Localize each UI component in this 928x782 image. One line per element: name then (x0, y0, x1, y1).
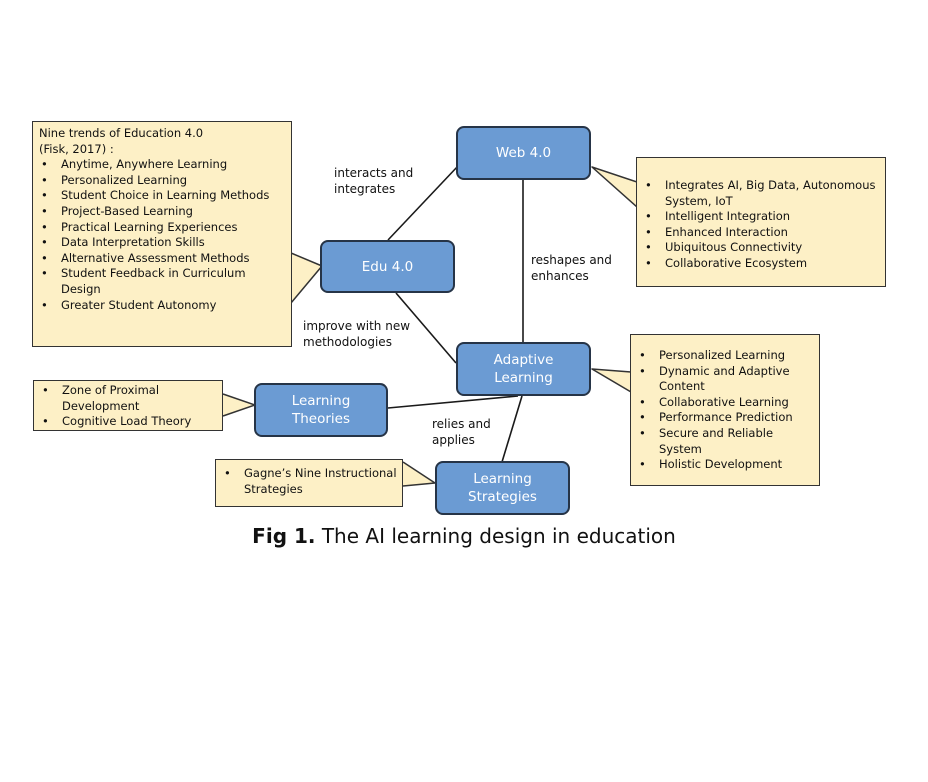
note-web-list: Integrates AI, Big Data, Autonomous Syst… (643, 178, 879, 272)
list-item: Anytime, Anywhere Learning (39, 157, 286, 173)
note-education-trends: Nine trends of Education 4.0 (Fisk, 2017… (32, 121, 292, 347)
edge-label-interacts: interacts and integrates (334, 166, 413, 197)
list-item: Ubiquitous Connectivity (643, 240, 879, 256)
edge-label-reshapes-line-1: reshapes and (531, 253, 612, 267)
edge-edu-adaptive (395, 292, 457, 364)
node-adaptive-learning: Adaptive Learning (456, 342, 591, 396)
note-learning-strategies: Gagne’s Nine Instructional Strategies (215, 459, 403, 507)
edge-edu-web (387, 165, 459, 241)
list-item: Dynamic and Adaptive Content (637, 364, 814, 395)
theories-note-callout (222, 393, 256, 417)
note-adaptive-list: Personalized Learning Dynamic and Adapti… (637, 348, 814, 473)
node-theories-line-1: Learning (291, 393, 351, 409)
list-item: Zone of Proximal Development (40, 383, 217, 414)
node-learning-strategies: Learning Strategies (435, 461, 570, 515)
edge-label-interacts-line-1: interacts and (334, 166, 414, 180)
node-adaptive-line-2: Learning (494, 370, 553, 386)
list-item: Personalized Learning (39, 173, 286, 189)
note-strategies-list: Gagne’s Nine Instructional Strategies (222, 466, 397, 497)
node-strategies-line-1: Learning (473, 471, 532, 487)
edge-label-reshapes: reshapes and enhances (531, 253, 612, 284)
note-theories-list: Zone of Proximal Development Cognitive L… (40, 383, 217, 430)
edge-label-relies-line-2: applies (432, 432, 475, 447)
list-item: Performance Prediction (637, 410, 814, 426)
list-item: Integrates AI, Big Data, Autonomous Syst… (643, 178, 879, 209)
edge-label-relies: relies and applies (432, 417, 491, 448)
strategies-note-callout (402, 461, 436, 487)
node-adaptive-line-1: Adaptive (493, 352, 554, 368)
list-item: Cognitive Load Theory (40, 414, 217, 430)
list-item: Intelligent Integration (643, 209, 879, 225)
node-theories-line-2: Theories (291, 411, 350, 427)
node-strategies-line-2: Strategies (468, 489, 537, 505)
list-item: Personalized Learning (637, 348, 814, 364)
list-item: Project-Based Learning (39, 204, 286, 220)
list-item: Secure and Reliable System (637, 426, 814, 457)
list-item: Enhanced Interaction (643, 225, 879, 241)
figure-caption: Fig 1. The AI learning design in educati… (0, 524, 928, 548)
edge-theories-adaptive (387, 395, 519, 409)
edge-label-improve: improve with new methodologies (303, 319, 410, 350)
list-item: Student Choice in Learning Methods (39, 188, 286, 204)
node-edu-40-label: Edu 4.0 (361, 258, 414, 275)
list-item: Gagne’s Nine Instructional Strategies (222, 466, 397, 497)
note-education-list: Anytime, Anywhere Learning Personalized … (39, 157, 286, 313)
edge-label-relies-line-1: relies and (432, 417, 491, 431)
edge-strategies-adaptive (501, 395, 523, 463)
adaptive-note-callout (591, 368, 632, 393)
note-education-title-1: Nine trends of Education 4.0 (39, 126, 204, 140)
list-item: Collaborative Ecosystem (643, 256, 879, 272)
list-item: Practical Learning Experiences (39, 220, 286, 236)
note-adaptive-learning-features: Personalized Learning Dynamic and Adapti… (630, 334, 820, 486)
note-education-title-2: (Fisk, 2017) : (39, 141, 114, 156)
edge-label-interacts-line-2: integrates (334, 181, 396, 196)
edu-note-callout (290, 252, 323, 304)
list-item: Collaborative Learning (637, 395, 814, 411)
node-web-40: Web 4.0 (456, 126, 591, 180)
figure-caption-number: Fig 1. (252, 524, 316, 548)
list-item: Alternative Assessment Methods (39, 251, 286, 267)
edge-label-reshapes-line-2: enhances (531, 268, 589, 283)
list-item: Data Interpretation Skills (39, 235, 286, 251)
note-learning-theories: Zone of Proximal Development Cognitive L… (33, 380, 223, 431)
edge-label-improve-line-1: improve with new (303, 319, 411, 333)
list-item: Holistic Development (637, 457, 814, 473)
edge-label-improve-line-2: methodologies (303, 334, 392, 349)
node-web-40-label: Web 4.0 (495, 145, 552, 161)
list-item: Student Feedback in Curriculum Design (39, 266, 286, 297)
node-learning-theories: Learning Theories (254, 383, 388, 437)
list-item: Greater Student Autonomy (39, 298, 286, 314)
note-web-40-features: Integrates AI, Big Data, Autonomous Syst… (636, 157, 886, 287)
web-note-callout (591, 166, 638, 208)
figure-caption-text: The AI learning design in education (315, 524, 676, 548)
node-edu-40: Edu 4.0 (320, 240, 455, 293)
